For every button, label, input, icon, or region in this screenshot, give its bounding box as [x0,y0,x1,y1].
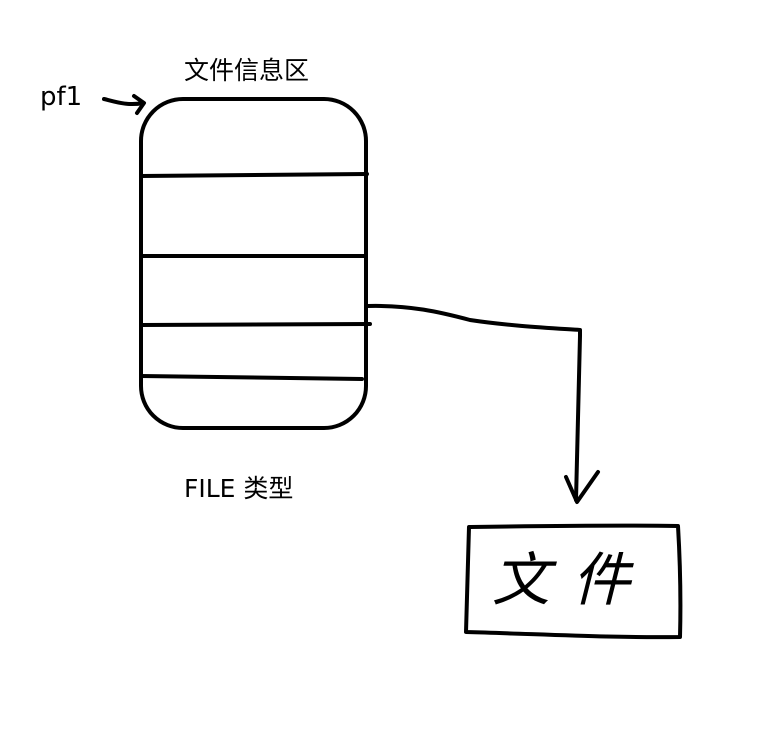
file-box [464,523,683,640]
row-divider [139,172,369,178]
pointer-label: pf1 [40,82,83,112]
row-divider [139,322,372,327]
file-info-block [139,97,368,430]
pointer-arrow [102,97,145,107]
struct-type-label: FILE 类型 [184,474,294,503]
pointer-arrowhead [132,94,146,115]
row-divider [139,374,364,381]
file-connector-arrowhead [564,470,600,504]
file-connector-line [366,303,582,502]
info-area-title: 文件信息区 [184,56,310,85]
file-box-label: 文件 [491,546,652,614]
